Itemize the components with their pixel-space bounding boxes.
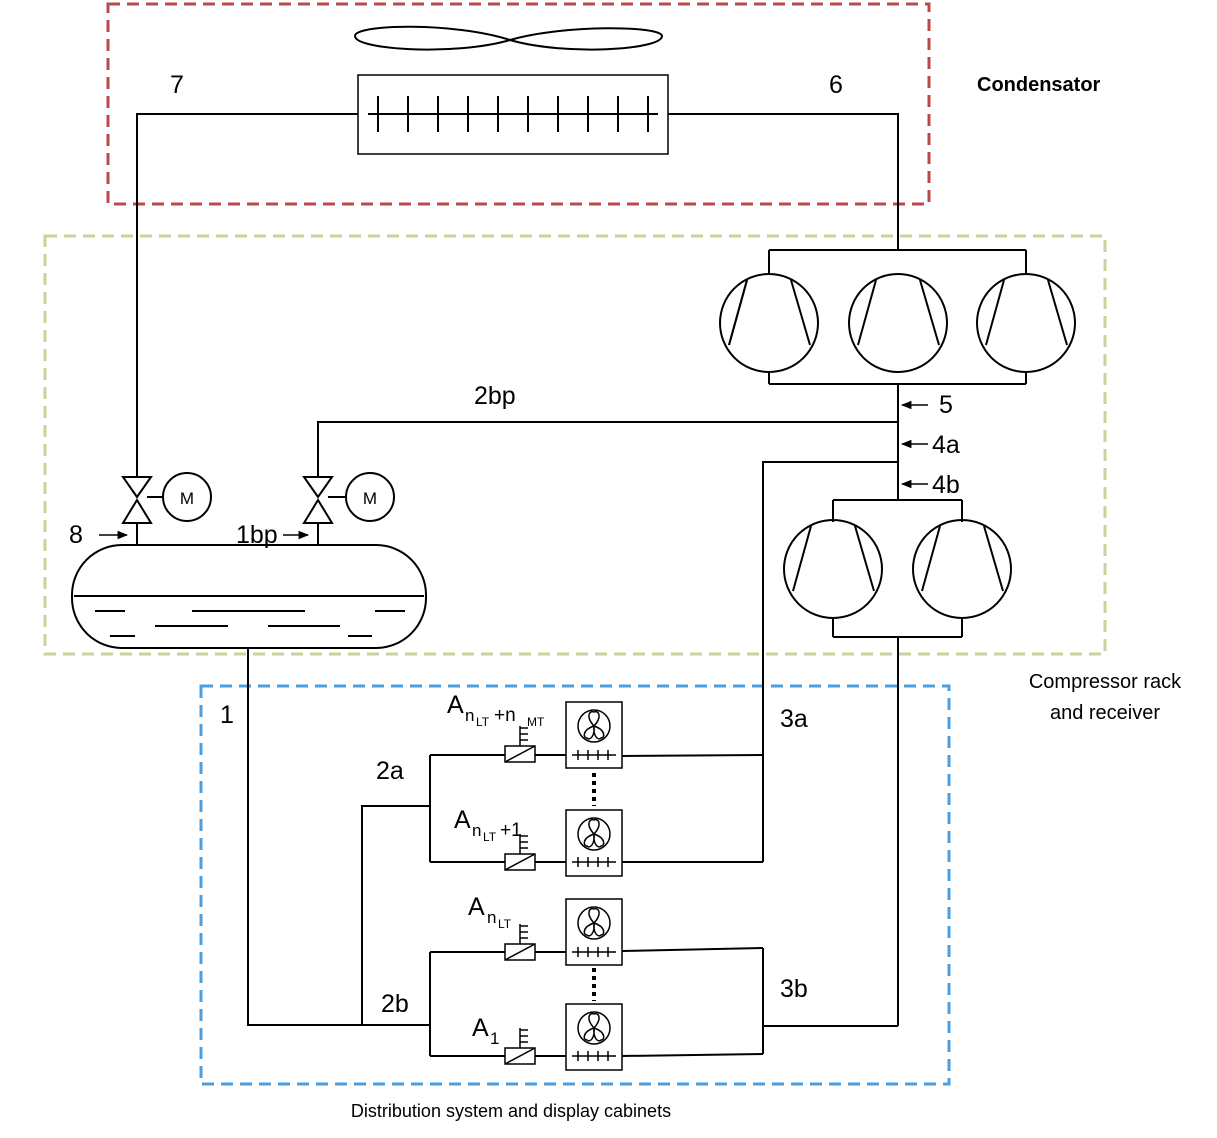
display-cabinet-icon: [565, 701, 623, 769]
display-cabinet-icon: [565, 1003, 623, 1071]
svg-text:M: M: [363, 489, 377, 508]
svg-text:n: n: [465, 706, 474, 725]
svg-text:LT: LT: [483, 830, 497, 844]
distribution-section-box: [199, 684, 951, 1086]
condenser-section-box: [106, 2, 931, 206]
piping: [136, 113, 1027, 1057]
point-label-1bp: 1bp: [236, 521, 278, 549]
motor-valve-icon: M: [121, 472, 212, 545]
svg-text:LT: LT: [476, 715, 490, 729]
expansion-valve-icon: [504, 726, 566, 763]
compressor-section-box: [43, 234, 1107, 656]
state-arrows: [99, 400, 928, 540]
point-label-2b: 2b: [381, 990, 409, 1018]
condenser-coil-icon: [357, 74, 669, 155]
point-label-3a: 3a: [780, 705, 808, 733]
svg-text:n: n: [487, 908, 496, 927]
distribution-section-label: Distribution system and display cabinets: [351, 1101, 671, 1121]
cabinet-label-lt-first: A 1: [472, 1014, 499, 1048]
cabinet-label-mt-top: A n LT +n MT: [447, 691, 545, 729]
fan-icon: [353, 25, 664, 51]
point-label-6: 6: [829, 71, 843, 99]
compressor-section-label-line1: Compressor rack: [1029, 671, 1182, 693]
cabinet-label-lt-top: A n LT: [468, 893, 512, 931]
svg-text:MT: MT: [527, 715, 545, 729]
compressor-icon: [783, 519, 883, 619]
display-cabinet-icon: [565, 898, 623, 966]
svg-text:LT: LT: [498, 917, 512, 931]
point-label-8: 8: [69, 521, 83, 549]
condenser-section-label: Condensator: [977, 74, 1101, 96]
motor-valve-icon: M: [302, 472, 395, 545]
expansion-valve-icon: [504, 834, 566, 871]
compressor-icon: [912, 519, 1012, 619]
svg-text:M: M: [180, 489, 194, 508]
compressor-icon: [976, 273, 1076, 373]
expansion-valve-icon: [504, 924, 566, 961]
point-label-2a: 2a: [376, 757, 404, 785]
compressor-icon: [848, 273, 948, 373]
display-cabinet-icon: [565, 809, 623, 877]
compressor-icon: [719, 273, 819, 373]
svg-text:A: A: [468, 893, 485, 921]
receiver-tank-icon: [71, 544, 427, 649]
svg-text:A: A: [454, 806, 471, 834]
point-label-2bp: 2bp: [474, 382, 516, 410]
svg-text:n: n: [472, 821, 481, 840]
point-label-1: 1: [220, 701, 234, 729]
point-label-3b: 3b: [780, 975, 808, 1003]
compressor-section-label-line2: and receiver: [1050, 702, 1160, 724]
point-label-4a: 4a: [932, 431, 960, 459]
cabinet-label-mt-first: A n LT +1: [454, 806, 522, 844]
expansion-valve-icon: [504, 1028, 566, 1065]
point-label-7: 7: [170, 71, 184, 99]
svg-text:A: A: [447, 691, 464, 719]
svg-text:+1: +1: [500, 820, 522, 841]
point-label-5: 5: [939, 391, 953, 419]
svg-text:+n: +n: [494, 705, 516, 726]
svg-text:A: A: [472, 1014, 489, 1042]
point-label-4b: 4b: [932, 471, 960, 499]
svg-text:1: 1: [490, 1029, 499, 1048]
